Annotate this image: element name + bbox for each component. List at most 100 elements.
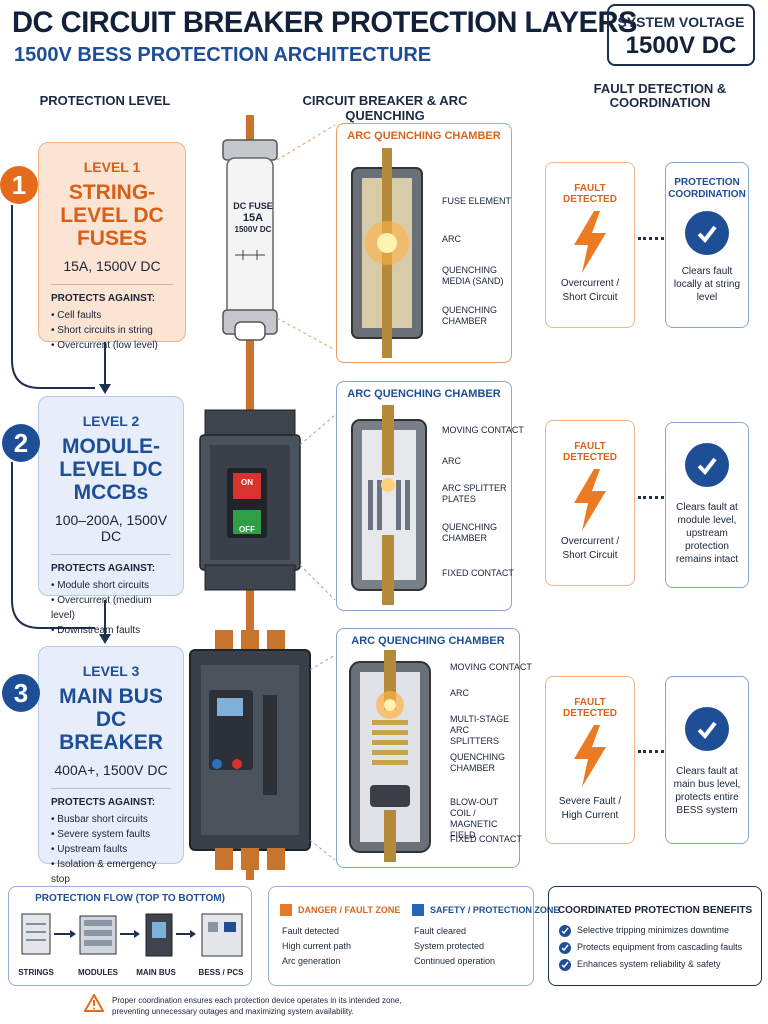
protection-flow-diagram <box>21 913 243 957</box>
protection-flow-panel: PROTECTION FLOW (TOP TO BOTTOM) <box>8 886 252 986</box>
level-1-number-badge: 1 <box>0 166 38 204</box>
zone-legend-panel <box>268 886 534 986</box>
checkmark-icon <box>685 211 729 255</box>
warning-icon <box>84 994 104 1012</box>
benefit-item: Protects equipment from cascading faults <box>559 939 751 956</box>
list-item: Busbar short circuits <box>51 812 171 827</box>
page-title: DC CIRCUIT BREAKER PROTECTION LAYERS <box>12 6 637 39</box>
mccb-breaker-icon <box>199 409 301 591</box>
dc-fuse-icon <box>222 139 278 341</box>
safety-zone-list: Fault cleared System protected Continued… <box>414 924 495 969</box>
list-item: Downstream faults <box>51 623 171 638</box>
list-item: Overcurrent (low level) <box>51 338 173 353</box>
arc-3-label-chamber: QUENCHING CHAMBER <box>450 752 506 773</box>
devices-illustration <box>189 115 336 880</box>
modules-icon <box>79 915 117 955</box>
footer-note: Proper coordination ensures each protect… <box>112 996 402 1016</box>
list-item: System protected <box>414 941 485 951</box>
level-2-name: LEVEL 2 <box>82 413 140 429</box>
check-icon <box>559 958 571 971</box>
column-header-protection-level: PROTECTION LEVEL <box>39 93 171 108</box>
arc-chamber-1-diagram <box>351 148 423 358</box>
arc-2-label-moving-contact: MOVING CONTACT <box>442 425 524 435</box>
arc-1-label-chamber: QUENCHING CHAMBER <box>442 305 498 326</box>
arc-chamber-1: ARC QUENCHING CHAMBER <box>336 123 512 363</box>
list-item: High current path <box>282 941 352 951</box>
flow-step-bess: BESS / PCS <box>198 968 244 977</box>
arc-chamber-3-heading: ARC QUENCHING CHAMBER <box>351 635 505 647</box>
list-item: Isolation & emergency stop <box>51 857 171 887</box>
level-3-name: LEVEL 3 <box>82 663 140 679</box>
benefit-item: Enhances system reliability & safety <box>559 956 751 973</box>
system-voltage-value: 1500V DC <box>625 32 737 59</box>
flow-step-main-bus: MAIN BUS <box>136 968 176 977</box>
arc-chamber-2-heading: ARC QUENCHING CHAMBER <box>347 388 501 400</box>
main-bus-breaker-icon <box>189 630 311 870</box>
arc-1-label-fuse-element: FUSE ELEMENT <box>442 196 512 206</box>
benefit-item: Selective tripping minimizes downtime <box>559 922 751 939</box>
lightning-icon <box>574 211 606 273</box>
fuse-label-current: 15A <box>242 212 264 224</box>
level-3-number-badge: 3 <box>2 674 40 712</box>
level-2-protects-heading: PROTECTS AGAINST: <box>51 563 156 574</box>
arc-3-label-fixed-contact: FIXED CONTACT <box>450 834 522 844</box>
connector-dots <box>638 237 664 240</box>
bess-pcs-icon <box>201 913 243 957</box>
level-1-title: STRING-LEVEL DC FUSES <box>60 181 164 250</box>
arc-chamber-1-heading: ARC QUENCHING CHAMBER <box>347 130 501 142</box>
list-item: Short circuits in string <box>51 323 173 338</box>
list-item: Severe system faults <box>51 827 171 842</box>
mccb-off-label: OFF <box>239 525 255 534</box>
level-1-card: LEVEL 1 STRING-LEVEL DC FUSES 15A, 1500V… <box>38 142 186 351</box>
arc-chamber-2-diagram <box>351 405 427 605</box>
mccb-on-label: ON <box>241 478 253 487</box>
connector-dots <box>638 750 664 753</box>
arc-3-label-splitters: MULTI-STAGE ARC SPLITTERS <box>450 714 510 746</box>
arc-1-label-quench-media: QUENCHING MEDIA (SAND) <box>442 265 504 286</box>
level-1-rating: 15A, 1500V DC <box>63 258 161 274</box>
fuse-label: DC FUSE 15A 1500V DC <box>226 200 280 236</box>
level-3-protects-list: Busbar short circuits Severe system faul… <box>51 812 171 887</box>
arc-chamber-2: ARC QUENCHING CHAMBER <box>336 381 512 611</box>
connector-dots <box>638 496 664 499</box>
coord-2-desc: Clears fault at module level, upstream p… <box>675 502 739 565</box>
arc-2-label-splitter: ARC SPLITTER PLATES <box>442 483 507 504</box>
coord-1-heading: PROTECTION COORDINATION <box>668 177 746 200</box>
flow-step-modules: MODULES <box>78 968 118 977</box>
page-subtitle: 1500V BESS PROTECTION ARCHITECTURE <box>14 44 432 66</box>
arc-1-label-arc: ARC <box>442 234 462 244</box>
coordination-card-3: Clears fault at main bus level, protects… <box>665 676 749 844</box>
coordination-card-1: PROTECTION COORDINATION Clears fault loc… <box>665 162 749 328</box>
danger-zone-label: DANGER / FAULT ZONE <box>298 905 401 915</box>
protection-flow-heading: PROTECTION FLOW (TOP TO BOTTOM) <box>35 893 225 904</box>
list-item: Fault cleared <box>414 926 467 936</box>
column-header-breaker-arc: CIRCUIT BREAKER & ARC QUENCHING <box>302 93 468 123</box>
arc-3-label-arc: ARC <box>450 688 470 698</box>
safety-swatch <box>412 904 424 916</box>
list-item: Module short circuits <box>51 578 171 593</box>
level-1-protects-list: Cell faults Short circuits in string Ove… <box>51 308 173 353</box>
arc-chamber-3-diagram <box>349 650 431 862</box>
benefit-text: Protects equipment from cascading faults <box>577 942 743 952</box>
arc-3-label-moving-contact: MOVING CONTACT <box>450 662 532 672</box>
main-bus-icon <box>145 913 173 957</box>
checkmark-icon <box>685 707 729 751</box>
level-3-card: LEVEL 3 MAIN BUS DC BREAKER 400A+, 1500V… <box>38 646 184 885</box>
level-3-rating: 400A+, 1500V DC <box>54 762 168 778</box>
danger-swatch <box>280 904 292 916</box>
coordination-card-2: Clears fault at module level, upstream p… <box>665 422 749 588</box>
checkmark-icon <box>685 443 729 487</box>
benefit-text: Enhances system reliability & safety <box>577 959 721 969</box>
list-item: Cell faults <box>51 308 173 323</box>
arc-chamber-3: ARC QUENCHING CHAMBER <box>336 628 520 868</box>
fuse-label-type: DC FUSE <box>233 201 273 211</box>
arc-3-label-blowout: BLOW-OUT COIL / MAGNETIC FIELD <box>450 797 499 840</box>
level-2-card: LEVEL 2 MODULE-LEVEL DC MCCBs 100–200A, … <box>38 396 184 636</box>
fault-2-heading: FAULT DETECTED <box>563 441 617 463</box>
check-icon <box>559 941 571 954</box>
fault-1-desc: Overcurrent / Short Circuit <box>560 278 620 303</box>
benefits-heading: COORDINATED PROTECTION BENEFITS <box>557 905 753 916</box>
level-2-title: MODULE-LEVEL DC MCCBs <box>59 435 163 504</box>
fault-3-heading: FAULT DETECTED <box>563 697 617 719</box>
fault-card-3: FAULT DETECTED Severe Fault / High Curre… <box>545 676 635 844</box>
